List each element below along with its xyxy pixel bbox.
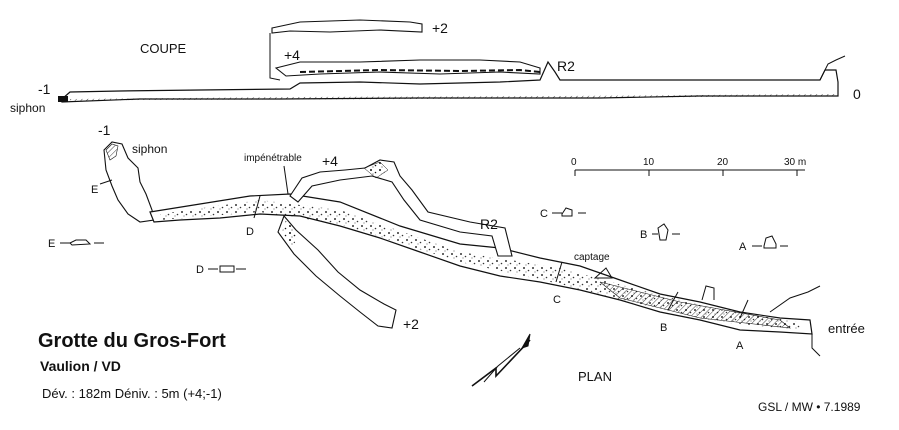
profile-a: A [739, 235, 788, 253]
plan-cut-c [555, 261, 563, 283]
section-label-plus4: +4 [284, 47, 300, 63]
profile-c: C [540, 207, 586, 220]
section-heading: COUPE [140, 41, 187, 56]
plan-lower-branch [277, 214, 397, 329]
plan-lower-rubble [282, 220, 300, 246]
profile-b: B [640, 223, 680, 241]
plan-cut-e [99, 179, 113, 185]
plan-cut-c-label: C [553, 294, 561, 306]
plan-cut-a-label: A [736, 340, 744, 352]
plan-siphon-shading [105, 143, 119, 161]
plan-side-niche [701, 285, 715, 301]
plan-label-plus2: +2 [403, 316, 419, 332]
profile-e-label: E [48, 238, 55, 250]
plan-cut-d [253, 195, 261, 219]
profile-d-label: D [196, 264, 204, 276]
profile-c-label: C [540, 208, 548, 220]
profile-d: D [196, 264, 246, 276]
plan-view: A B C D E [48, 122, 865, 387]
plan-cut-d-label: D [246, 226, 254, 238]
scale-tick-0: 0 [571, 157, 577, 168]
section-label-minus1: -1 [38, 81, 51, 97]
plan-entrance-walls [769, 285, 821, 357]
plan-cut-b-label: B [660, 322, 667, 334]
survey-credit: GSL / MW • 7.1989 [758, 400, 861, 414]
plan-cut-b [667, 291, 679, 311]
cave-stats: Dév. : 182m Déniv. : 5m (+4;-1) [42, 386, 222, 401]
cave-location: Vaulion / VD [40, 358, 121, 374]
section-upper-gallery [274, 59, 541, 77]
section-floor-fill [70, 94, 838, 101]
plan-water-zone [599, 281, 791, 329]
section-top-branch [271, 19, 423, 34]
section-entrance [819, 55, 846, 81]
section-label-zero: 0 [853, 86, 861, 102]
profile-a-label: A [739, 241, 747, 253]
plan-impenetrable-pointer [283, 165, 289, 195]
plan-label-plus4: +4 [322, 153, 338, 169]
scale-bar: 0 10 20 30 m [571, 157, 806, 176]
plan-cut-e-label: E [91, 184, 98, 196]
section-shaft [269, 33, 281, 81]
plan-label-impenetrable: impénétrable [244, 153, 302, 164]
plan-heading: PLAN [578, 369, 612, 384]
scale-tick-20: 20 [717, 157, 729, 168]
plan-siphon-chambers [103, 141, 155, 223]
profile-e: E [48, 238, 104, 250]
north-arrow [471, 333, 531, 387]
plan-label-r2: R2 [480, 216, 498, 232]
plan-label-entree: entrée [828, 321, 865, 336]
plan-upper-branch [289, 159, 513, 257]
section-siphon-marker [58, 96, 68, 102]
plan-label-captage: captage [574, 252, 610, 263]
plan-upper-rubble [363, 161, 389, 179]
section-label-plus2: +2 [432, 20, 448, 36]
scale-tick-10: 10 [643, 157, 655, 168]
plan-cut-a [739, 299, 749, 319]
plan-captage-structure [593, 267, 613, 279]
profile-b-label: B [640, 229, 647, 241]
section-label-siphon: siphon [10, 101, 45, 115]
section-upper-floor [299, 68, 541, 73]
plan-label-minus1: -1 [98, 122, 111, 138]
plan-label-siphon: siphon [132, 142, 167, 156]
section-view: COUPE -1 siphon +2 +4 R2 0 [10, 19, 861, 115]
cave-title: Grotte du Gros-Fort [38, 330, 226, 352]
section-label-r2: R2 [557, 58, 575, 74]
scale-tick-30: 30 m [784, 157, 806, 168]
